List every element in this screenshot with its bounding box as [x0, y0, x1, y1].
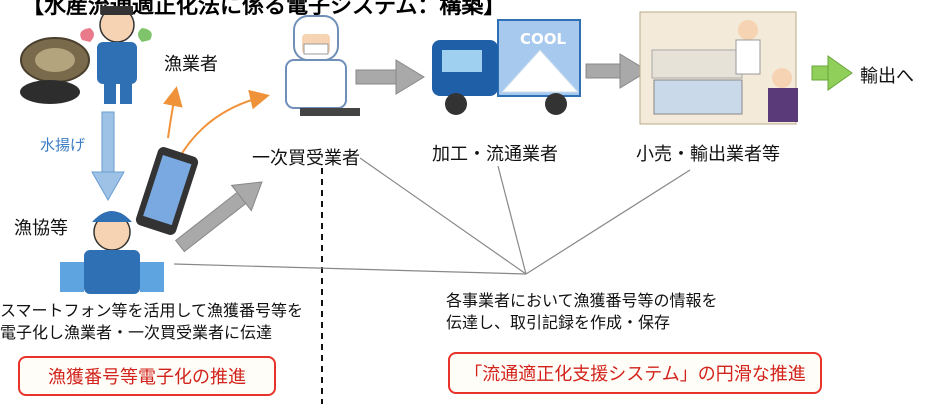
right-promotion-box: 「流通適正化支援システム」の円滑な推進	[448, 352, 822, 394]
label-fisher: 漁業者	[164, 54, 218, 75]
convergence-lines	[173, 157, 691, 275]
label-landing: 水揚げ	[40, 136, 86, 154]
right-note-line1: 各事業者において漁獲番号等の情報を	[446, 291, 718, 310]
buyer-to-processor-arrow	[355, 59, 425, 95]
processor-to-retailer-arrow	[585, 53, 649, 89]
label-processor: 加工・流通業者	[432, 144, 558, 165]
landing-arrow	[91, 111, 125, 202]
primary-buyer-illustration	[285, 15, 360, 116]
right-note-line2: 伝達し、取引記録を作成・保存	[446, 313, 671, 332]
left-promotion-box: 漁獲番号等電子化の推進	[18, 356, 276, 396]
fisher-illustration	[80, 6, 152, 104]
seafood-illustration	[20, 37, 90, 104]
right-promotion-text: 「流通適正化支援システム」の円滑な推進	[464, 364, 806, 385]
coop-worker-illustration	[60, 211, 164, 294]
label-coop: 漁協等	[14, 218, 68, 239]
orange-arrow-to-fisher	[163, 86, 183, 139]
left-note-line2: 電子化し漁業者・一次買受業者に伝達	[0, 323, 273, 342]
left-promotion-text: 漁獲番号等電子化の推進	[48, 367, 246, 388]
left-note-line1: スマートフォン等を活用して漁獲番号等を	[0, 301, 304, 320]
truck-illustration	[432, 19, 581, 115]
left-note: スマートフォン等を活用して漁獲番号等を 電子化し漁業者・一次買受業者に伝達	[0, 300, 303, 344]
truck-cool-text: COOL	[520, 30, 567, 48]
coop-to-buyer-arrow	[174, 181, 263, 253]
label-primary-buyer: 一次買受業者	[252, 148, 360, 169]
label-export: 輸出へ	[860, 66, 914, 87]
label-retailer: 小売・輸出業者等	[636, 144, 780, 165]
orange-arrow-to-buyer	[177, 89, 270, 161]
page-title: 【水産流通適正化法に係る電子システム：構築】	[22, 0, 506, 19]
smartphone-illustration	[135, 147, 199, 235]
retail-shop-illustration	[639, 11, 798, 125]
right-note: 各事業者において漁獲番号等の情報を 伝達し、取引記録を作成・保存	[446, 290, 718, 334]
export-arrow	[811, 55, 853, 91]
